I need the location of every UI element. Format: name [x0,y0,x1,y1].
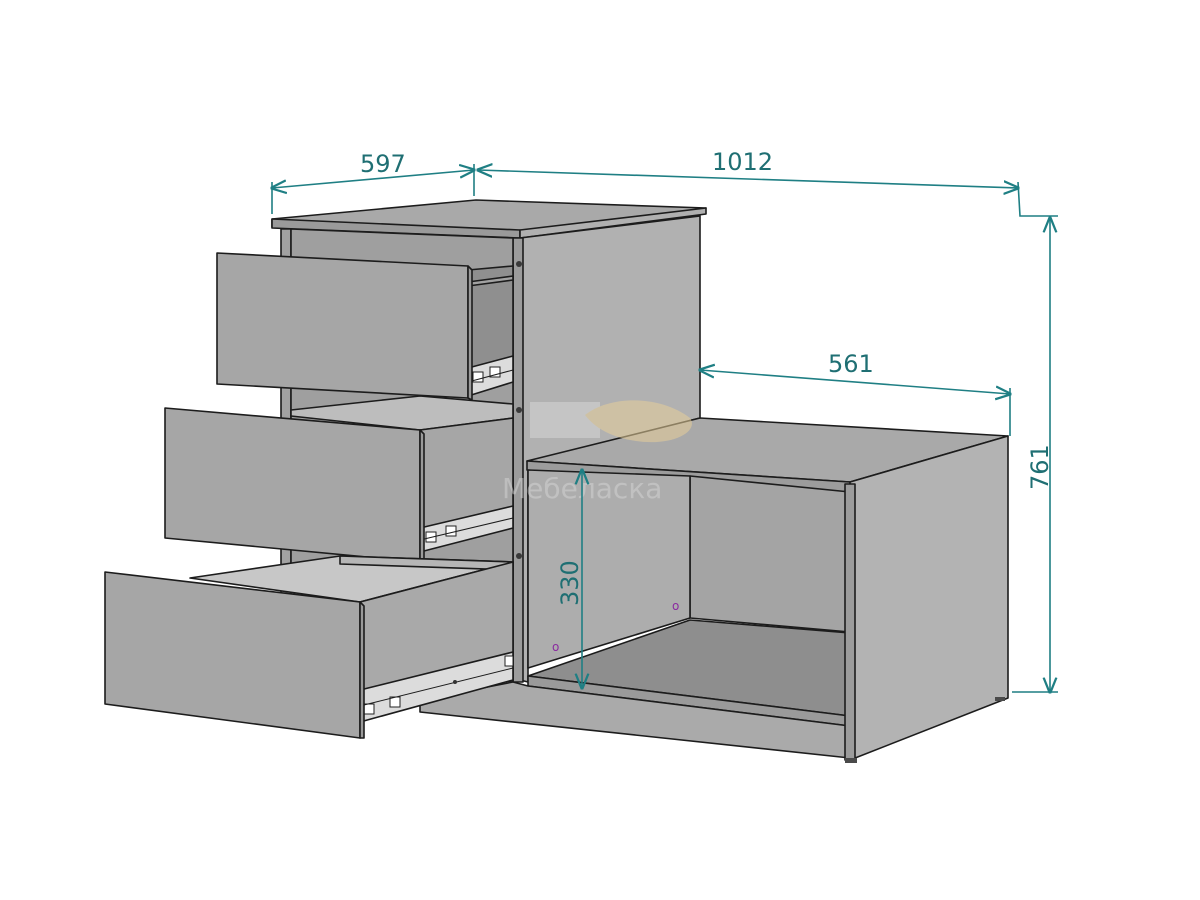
niche-height-label: 330 [556,560,584,606]
depth-dimension-line [272,170,474,188]
width-dimension-line [478,170,1018,188]
shelf-right-side [849,435,1009,761]
drawer-front-bottom [104,571,361,739]
screw-dot [516,261,522,267]
drawer-top [216,252,514,401]
drawer-middle [164,395,514,565]
marker-o: o [552,640,559,654]
width-label: 1012 [712,148,773,176]
drawer-bottom [104,555,514,739]
shelf-depth-label: 561 [828,350,874,378]
drawer-front-top [216,252,469,399]
shelf-depth-dimension-line [700,370,1010,394]
height-label: 761 [1026,444,1054,490]
drawer-front-middle [164,407,421,563]
dimension-annotations: 597 1012 561 761 330 [272,148,1058,692]
screw-dot [516,553,522,559]
marker-o: o [672,599,679,613]
screw-dot [516,407,522,413]
depth-label: 597 [360,150,406,178]
